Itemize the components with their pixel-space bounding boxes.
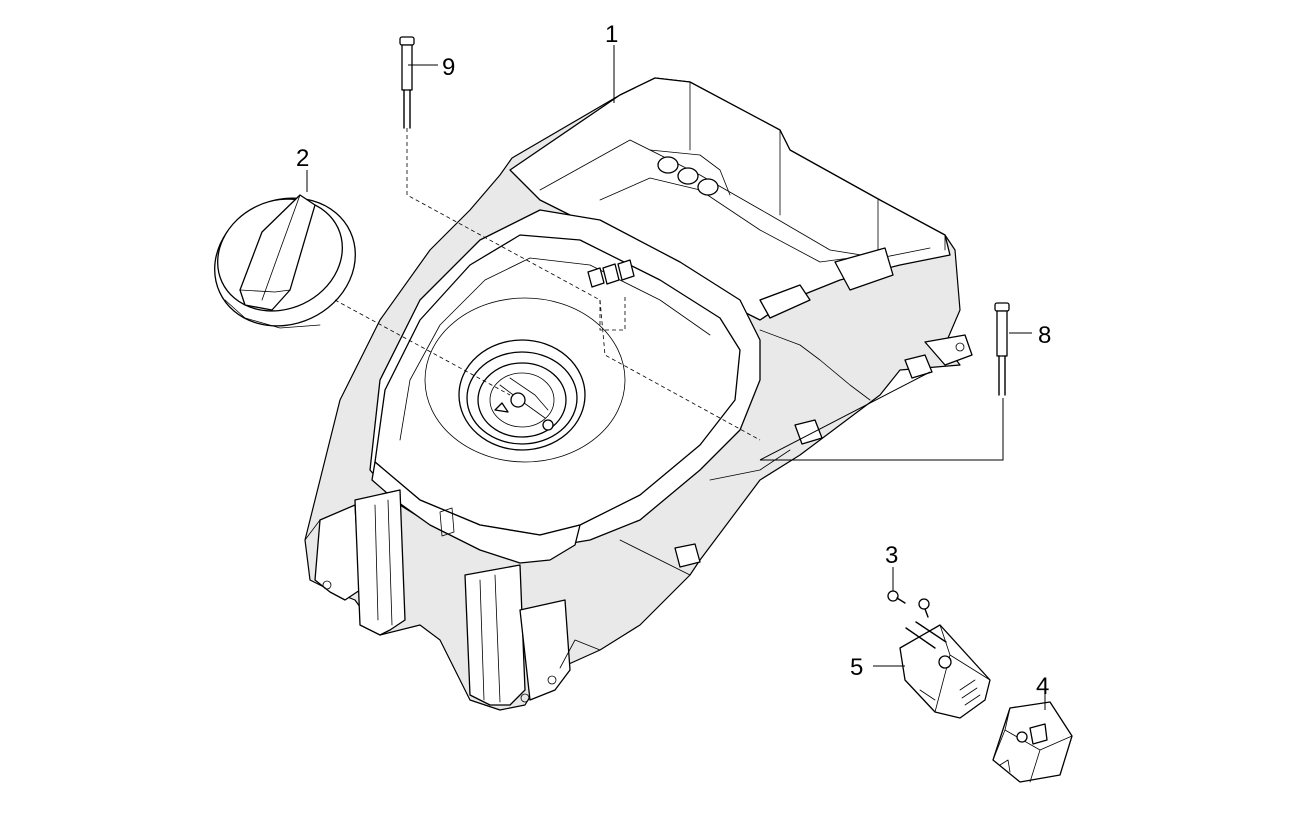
callout-8: 8 — [1038, 322, 1051, 349]
assembly-lines — [334, 128, 1004, 461]
callout-labels: 1 2 3 4 5 8 9 — [296, 21, 1051, 700]
callout-9: 9 — [442, 54, 455, 81]
callout-5: 5 — [850, 654, 863, 681]
part-9-pin — [399, 36, 415, 129]
callout-2: 2 — [296, 145, 309, 172]
part-8-pin — [994, 302, 1010, 396]
part-1-housing — [304, 77, 973, 711]
callout-4: 4 — [1036, 673, 1049, 700]
part-2-knob — [214, 194, 356, 329]
callout-3: 3 — [885, 542, 898, 569]
callout-leaders — [306, 45, 1046, 710]
part-3-screws — [887, 590, 930, 618]
part-4-block — [992, 701, 1073, 783]
callout-1: 1 — [605, 21, 618, 48]
part-5-switch — [899, 621, 991, 719]
